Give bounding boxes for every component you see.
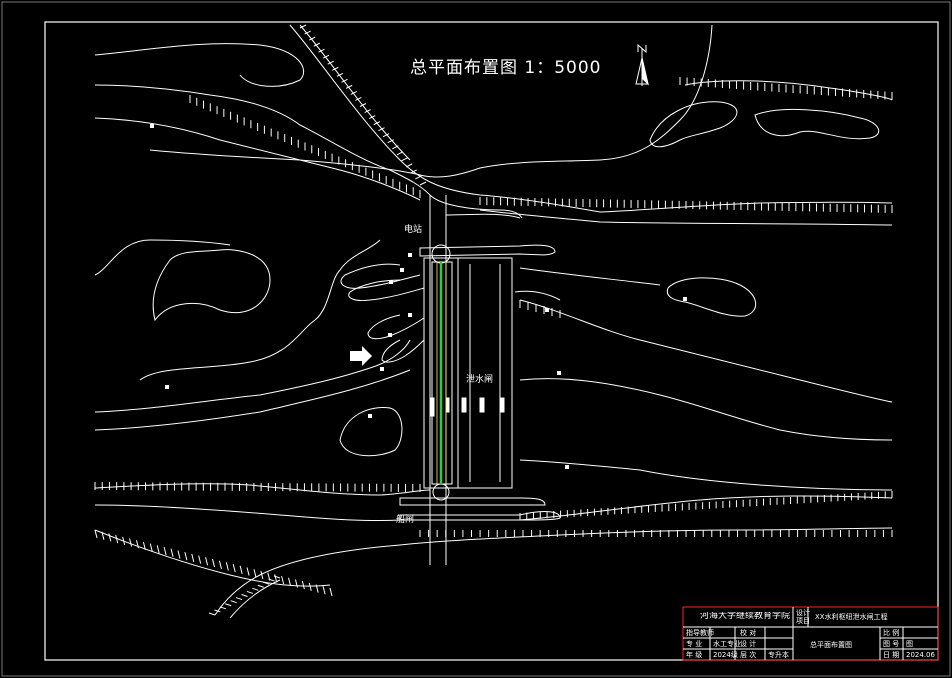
title-institution: 河海大学继续教育学院	[700, 612, 791, 621]
label-spillway-gate: 泄水闸	[466, 375, 494, 385]
tb-row1-c1: 指导教师	[686, 629, 714, 637]
tb-row3-c1: 年 级	[686, 651, 703, 659]
title-drawing-name: 总平面布置图	[810, 641, 852, 649]
drawing-title: 总平面布置图 1：5000	[410, 58, 602, 78]
label-power-station: 电站	[404, 225, 423, 235]
tb-right3-k: 日 期	[883, 651, 900, 659]
north-arrow-icon	[635, 43, 649, 86]
bank-hatching	[94, 24, 893, 616]
tb-row2-c3: 设 计	[740, 640, 757, 648]
tb-row3-c2: 2024级	[713, 651, 738, 659]
title-project-label-bottom: 项目	[796, 617, 810, 625]
tb-row3-c3: 层 次	[740, 651, 757, 659]
survey-markers	[150, 124, 687, 469]
drawing-frame	[44, 21, 939, 661]
tb-row3-c4: 专升本	[768, 651, 789, 659]
tb-right1-k: 比 例	[883, 629, 900, 637]
title-project-name: XX水利枢纽泄水闸工程	[815, 613, 888, 621]
flow-arrow-icon	[350, 346, 372, 366]
tb-right2-k: 图 号	[883, 640, 900, 648]
label-ship-lock: 船闸	[396, 515, 415, 525]
terrain-contours	[94, 24, 893, 619]
tb-right3-v: 2024.06	[906, 651, 935, 659]
tb-row1-c3: 校 对	[740, 629, 757, 637]
dam-structure	[340, 194, 561, 565]
title-block-frame	[682, 606, 939, 661]
tb-row2-c1: 专 业	[686, 640, 703, 648]
title-project-label-top: 设计	[796, 609, 810, 617]
tb-right2-v: 图	[906, 640, 913, 648]
tb-row2-c2: 水工专业	[713, 640, 741, 648]
